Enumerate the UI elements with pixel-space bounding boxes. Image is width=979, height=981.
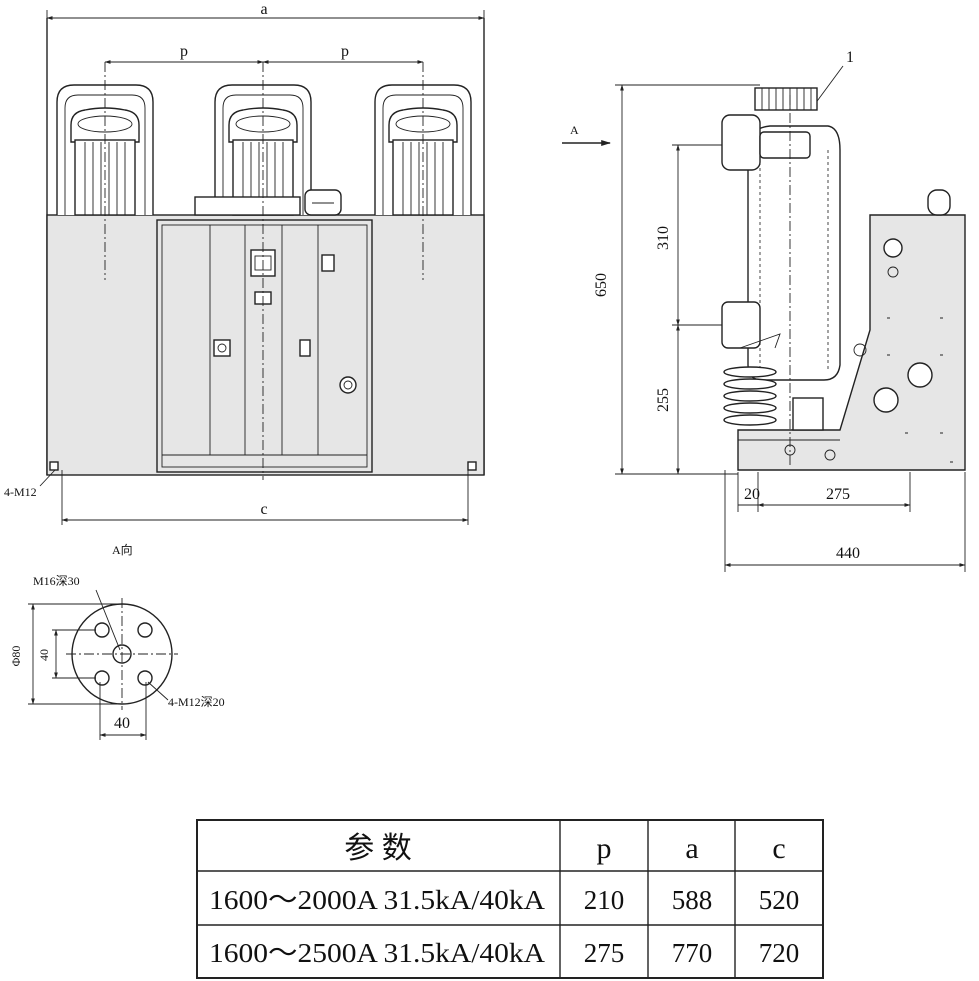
detail-title: A向 [112,542,133,557]
table-row-2-p: 275 [584,938,625,968]
table-row-1-rating: 1600～2000A 31.5kA/40kA [209,885,546,915]
mounting-hole-right [467,461,477,471]
table-row-1-c: 520 [759,885,800,915]
pole-side [721,87,841,431]
pole-middle [214,84,312,216]
detail-view-a: A向 M16深30 Φ80 40 4-M12深20 40 [9,542,225,740]
mounting-hole-left [49,461,59,471]
dimension-label-c: c [260,501,267,518]
upper-terminal [721,114,761,171]
dimension-label-offset: 20 [744,486,760,503]
panel-symbol-right [299,339,311,357]
view-marker-a: A [570,123,579,137]
operating-panel [156,219,373,473]
dimension-label-hole-horizontal: 40 [114,715,130,732]
table-header-a: a [685,832,698,865]
parameter-table: 参 数 p a c 1600～2000A 31.5kA/40kA 210 588… [196,819,824,979]
dimension-label-diameter: Φ80 [9,646,23,667]
pole-right [374,84,472,216]
dimension-label-mounting-depth: 275 [826,486,850,503]
contact-spring [723,366,777,426]
table-row-1-p: 210 [584,885,625,915]
table-row-1-a: 588 [672,885,713,915]
table-header-p: p [597,832,612,865]
table-header-c: c [772,832,785,865]
dimension-label-p-left: p [180,43,188,60]
charging-knob [339,376,357,394]
mechanism-plate [194,196,301,216]
manual-lever-socket [213,339,231,357]
dimension-label-hole-vertical: 40 [37,649,51,661]
dimension-label-height: 650 [593,273,610,297]
panel-symbol-top [321,254,335,272]
table-row-2-c: 720 [759,938,800,968]
bolt-note: 4-M12 [4,485,37,499]
table-row-2-rating: 1600～2500A 31.5kA/40kA [209,938,546,968]
outer-holes-note: 4-M12深20 [168,695,225,709]
side-view: A 1 650 310 255 [562,49,966,572]
center-hole-note: M16深30 [33,574,80,588]
dimension-label-p-right: p [341,43,349,60]
table-header-parameter: 参 数 [344,832,412,865]
table-row-2-a: 770 [672,938,713,968]
dimension-label-a: a [260,1,267,18]
lower-terminal [721,301,761,349]
dimension-label-upper: 310 [655,226,672,250]
auxiliary-cylinder [304,189,342,216]
dimension-label-lower: 255 [655,388,672,412]
top-knob [927,189,951,216]
center-hole [112,644,132,664]
front-view: a p p [4,1,485,525]
part-label-1: 1 [846,49,854,66]
dimension-label-depth: 440 [836,545,860,562]
